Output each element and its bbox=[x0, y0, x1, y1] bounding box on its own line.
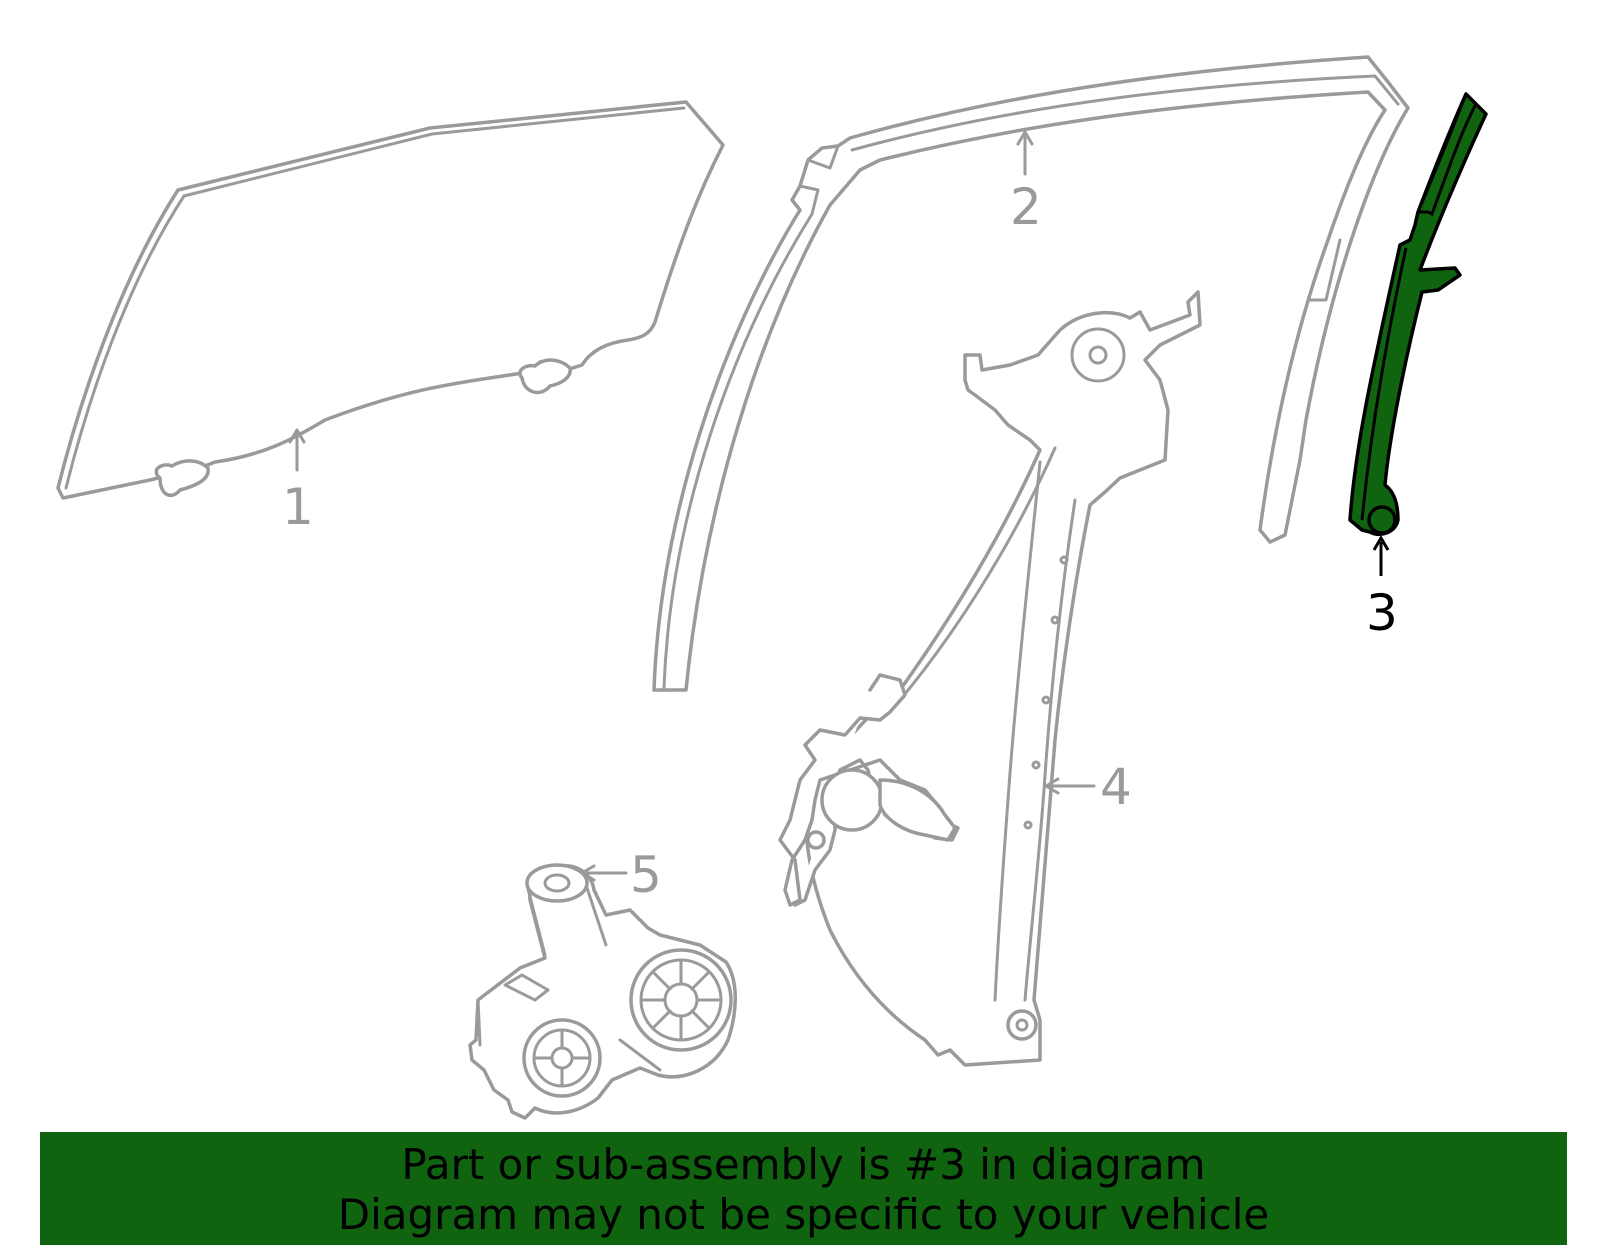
callout-3-arrow bbox=[1372, 535, 1390, 576]
callout-4-label: 4 bbox=[1100, 758, 1132, 816]
callout-2-label: 2 bbox=[1010, 178, 1042, 236]
callout-3-label: 3 bbox=[1366, 584, 1398, 642]
callout-4-arrow bbox=[1044, 777, 1096, 795]
banner-line-1: Part or sub-assembly is #3 in diagram bbox=[401, 1140, 1206, 1189]
banner-line-2: Diagram may not be specific to your vehi… bbox=[337, 1190, 1270, 1239]
callout-1-label: 1 bbox=[282, 478, 314, 536]
part-1-door-glass[interactable] bbox=[56, 100, 725, 500]
part-5-regulator-motor[interactable] bbox=[468, 863, 737, 1120]
part-2-glass-run-channel[interactable] bbox=[652, 55, 1410, 692]
callout-1-arrow bbox=[288, 428, 306, 472]
callout-5-arrow bbox=[580, 864, 628, 882]
callout-2-arrow bbox=[1016, 130, 1034, 176]
callout-5-label: 5 bbox=[630, 846, 662, 904]
part-4-window-regulator[interactable] bbox=[778, 290, 1202, 1067]
disclaimer-banner: Part or sub-assembly is #3 in diagram Di… bbox=[40, 1132, 1567, 1245]
part-3-rear-guide-channel[interactable] bbox=[1348, 92, 1488, 537]
